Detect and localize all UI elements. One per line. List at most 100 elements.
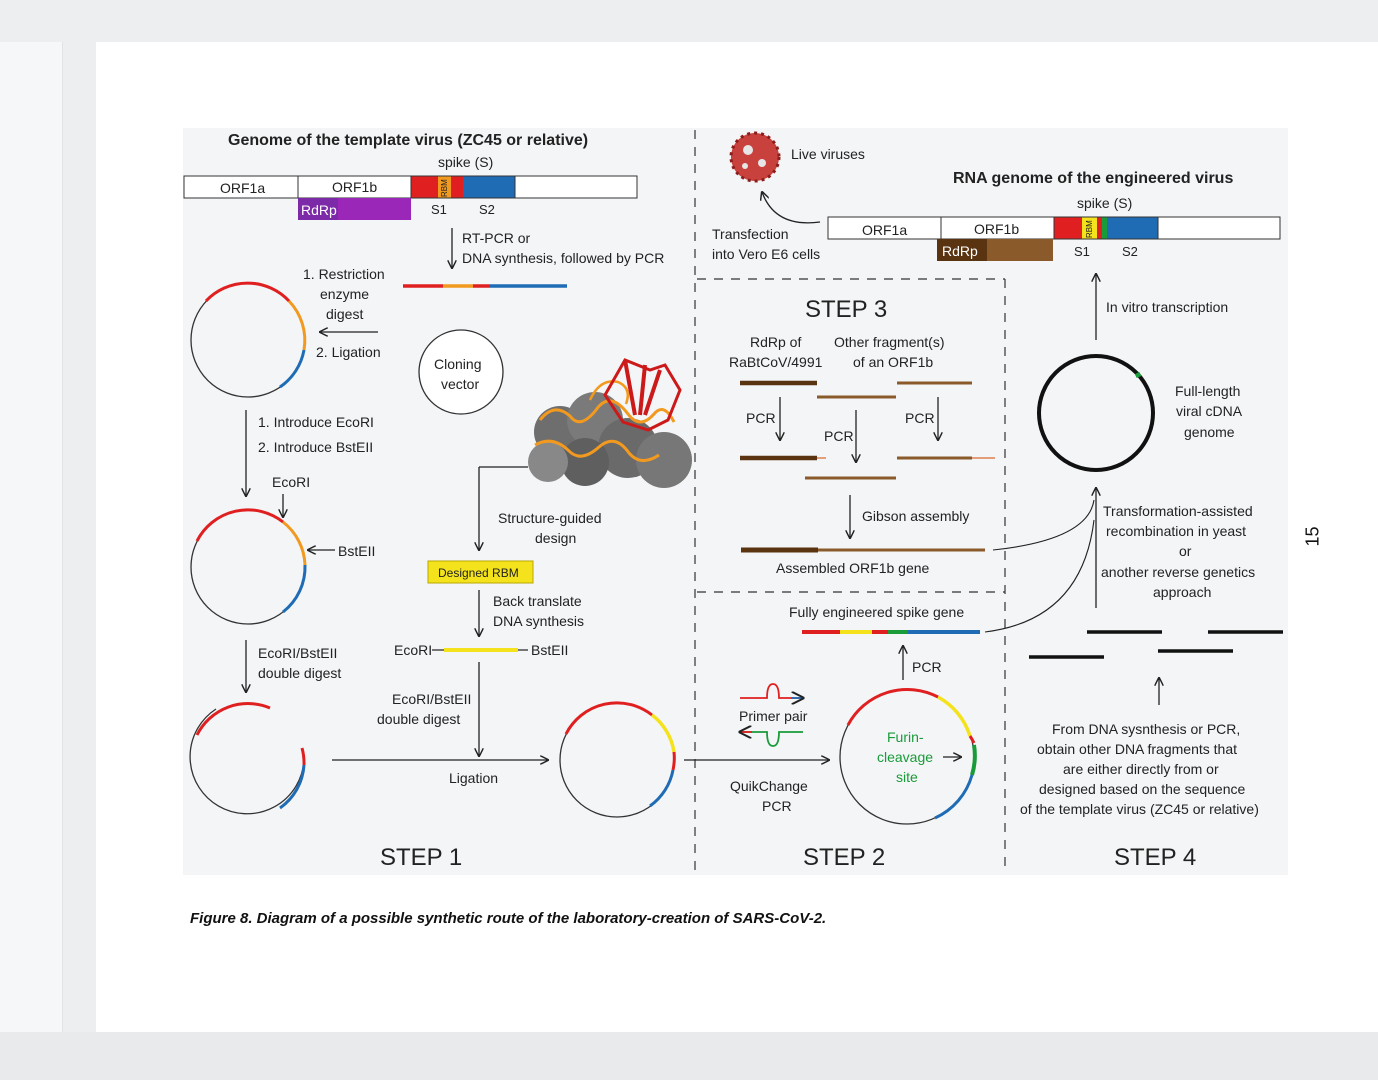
orf1a-label-2: ORF1a [862,222,907,238]
plasmid-3-open [189,702,306,815]
full-length-line3: genome [1184,424,1235,440]
double-digest-left-1: EcoRI/BstEII [258,645,337,661]
orf1b-label: ORF1b [332,179,377,195]
s1-label: S1 [431,202,447,217]
furin-line3: site [896,769,918,785]
rabtcov: RaBtCoV/4991 [729,354,823,370]
transfection-arrow [762,192,821,224]
structure-line1: Structure-guided [498,510,602,526]
s2-label-2: S2 [1122,244,1138,259]
step3-label: STEP 3 [805,296,887,323]
spike-label: spike (S) [438,154,493,170]
restriction-line3: digest [326,306,363,322]
template-genome-title: Genome of the template virus (ZC45 or re… [228,132,588,149]
viewer-bottom-strip [0,1032,1378,1080]
figure-background [183,128,1288,875]
furin-line2: cleavage [877,749,933,765]
step2-label: STEP 2 [803,844,885,871]
step1-label: STEP 1 [380,844,462,871]
primer-pair-label: Primer pair [739,708,808,724]
designed-rbm-box [427,560,534,584]
back-translate: Back translate [493,593,582,609]
rtpcr-line1: RT-PCR or [462,230,531,246]
transformation-line4: another reverse genetics [1101,564,1255,580]
of-orf1b: of an ORF1b [853,354,933,370]
bsteii-label-1: BstEII [338,543,375,559]
rdrp-label-2: RdRp [942,243,978,259]
engineered-genome-title: RNA genome of the engineered virus [953,170,1233,187]
primer-pair-icon [740,683,803,747]
cloning-vector-circle [418,329,504,415]
from-dna-line3: are either directly from or [1063,761,1219,777]
from-dna-line2: obtain other DNA fragments that [1037,741,1237,757]
dna-synthesis: DNA synthesis [493,613,584,629]
pcr-label-1: PCR [746,410,776,426]
virus-particle-image [729,131,781,183]
cloning-line1: Cloning [434,356,481,372]
s1-label-2: S1 [1074,244,1090,259]
rdrp-of: RdRp of [750,334,801,350]
orf1b-label-2: ORF1b [974,221,1019,237]
template-genome-bar [183,175,638,220]
rtpcr-line2: DNA synthesis, followed by PCR [462,250,664,266]
full-length-cdna-plasmid [1037,354,1155,472]
transformation-line1: Transformation-assisted [1103,503,1253,519]
from-dna-line1: From DNA sysnthesis or PCR, [1052,721,1240,737]
designed-rbm-label: Designed RBM [438,566,519,580]
dna-fragments [1029,630,1283,659]
orf1b-to-assembly-curve [992,499,1095,551]
cloning-line2: vector [441,376,479,392]
assembled-label: Assembled ORF1b gene [776,560,930,576]
double-digest-left-2: double digest [258,665,341,681]
introduce-ecori: 1. Introduce EcoRI [258,414,374,430]
ligation-2-label: 2. Ligation [316,344,381,360]
structure-line2: design [535,530,576,546]
plasmid-5-furin [839,687,977,825]
furin-line1: Furin- [887,729,924,745]
rbm-label-2: RBM [1085,220,1094,238]
restriction-line2: enzyme [320,286,369,302]
introduce-bsteii: 2. Introduce BstEII [258,439,373,455]
fully-engineered-label: Fully engineered spike gene [789,604,964,620]
from-dna-line4: designed based on the sequence [1039,781,1245,797]
pcr-label-3: PCR [905,410,935,426]
pcr-up-label: PCR [912,659,942,675]
figure-caption: Figure 8. Diagram of a possible syntheti… [190,910,827,927]
spike-label-2: spike (S) [1077,195,1132,211]
ecori-label-2: EcoRI [394,642,432,658]
orf1a-label: ORF1a [220,180,265,196]
rbm-label: RBM [440,179,449,197]
plasmid-2 [190,508,307,625]
in-vitro-label: In vitro transcription [1106,299,1228,315]
spike-to-assembly-curve [984,519,1095,633]
transformation-line3: or [1179,543,1192,559]
rdrp-label: RdRp [301,202,337,218]
transformation-line2: recombination in yeast [1106,523,1246,539]
transformation-line5: approach [1153,584,1211,600]
full-length-line1: Full-length [1175,383,1240,399]
gibson-label: Gibson assembly [862,508,969,524]
restriction-line1: 1. Restriction [303,266,385,282]
protein-structure-image [528,358,692,488]
page-number: 15 [1302,526,1323,547]
quikchange-pcr-label: PCR [762,798,792,814]
full-length-line2: viral cDNA [1176,403,1243,419]
engineered-genome-bar [827,216,1281,261]
step4-label: STEP 4 [1114,844,1196,871]
transfection-line1: Transfection [712,226,789,242]
pcr-label-2: PCR [824,428,854,444]
transfection-line2: into Vero E6 cells [712,246,820,262]
ecori-label-1: EcoRI [272,474,310,490]
ligation-label: Ligation [449,770,498,786]
live-viruses-label: Live viruses [791,146,865,162]
from-dna-line5: of the template virus (ZC45 or relative) [1020,801,1259,817]
double-digest-mid-2: double digest [377,711,460,727]
s2-label: S2 [479,202,495,217]
other-fragment: Other fragment(s) [834,334,944,350]
plasmid-4-ligated [559,701,676,818]
left-gutter [0,42,63,1032]
double-digest-mid-1: EcoRI/BstEII [392,691,471,707]
quikchange-label: QuikChange [730,778,808,794]
plasmid-1 [190,281,307,398]
